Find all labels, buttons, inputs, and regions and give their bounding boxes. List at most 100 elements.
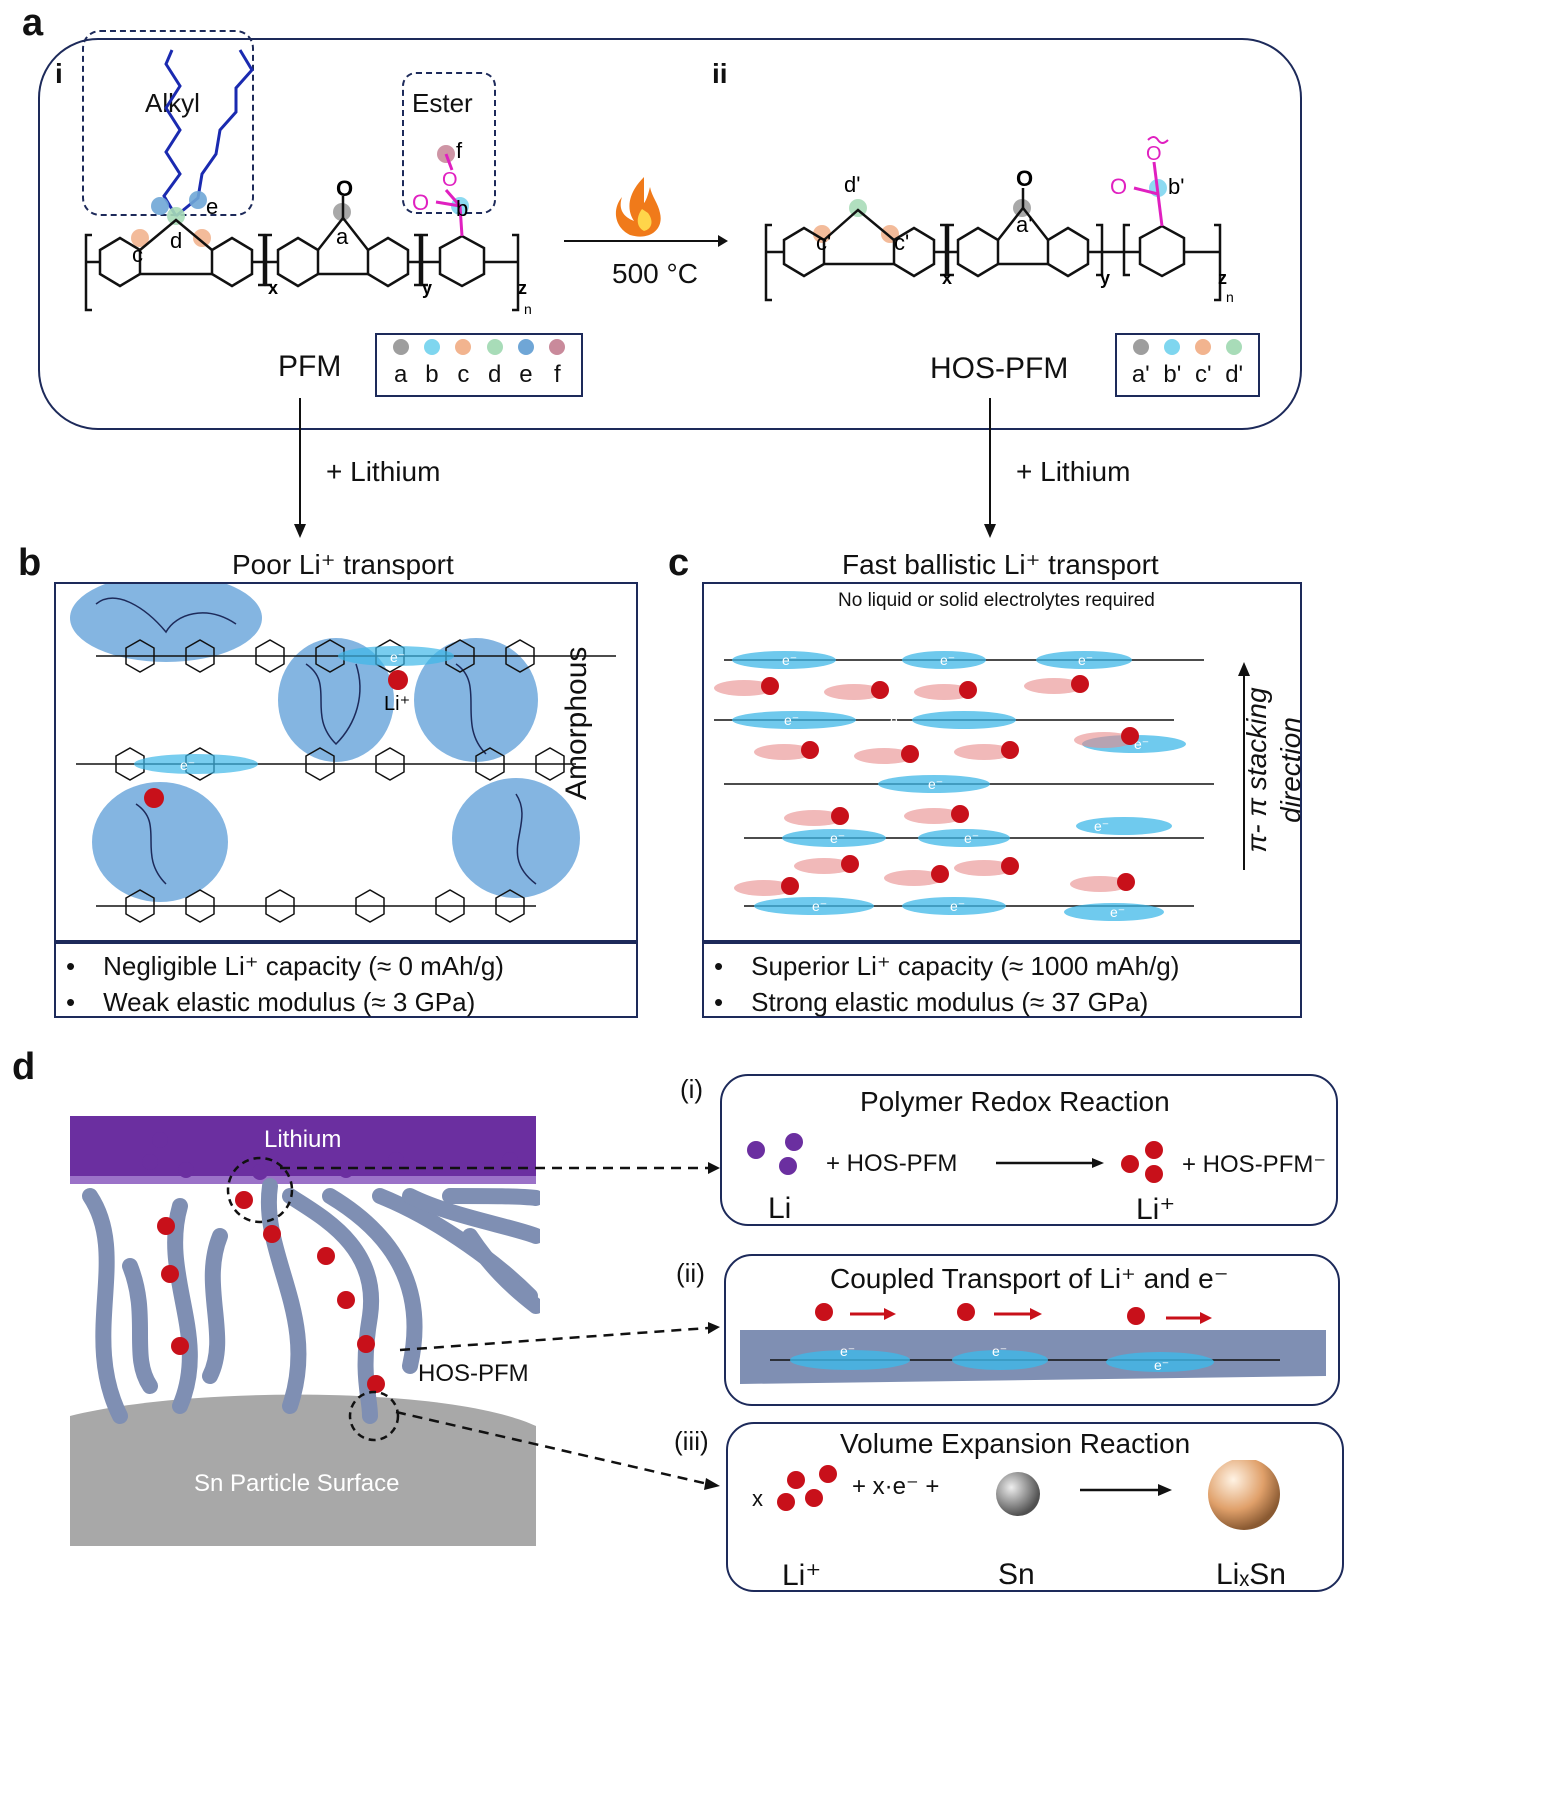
amorphous-label: Amorphous [560, 646, 593, 800]
svg-text:e⁻: e⁻ [840, 1343, 855, 1359]
lithium-label-left: + Lithium [326, 456, 441, 487]
redox-title: Polymer Redox Reaction [860, 1086, 1170, 1117]
legend-dot [455, 339, 472, 355]
svg-text:n: n [524, 301, 532, 317]
expansion-product-label: LiₓSn [1216, 1558, 1286, 1591]
interface-illustration [70, 1116, 540, 1546]
lithium-label-right: + Lithium [1016, 456, 1131, 487]
lithium-arrow-left [294, 398, 306, 538]
svg-text:e⁻: e⁻ [890, 712, 905, 728]
legend-dot [517, 339, 534, 355]
legend-item-d-prime: d' [1225, 339, 1243, 389]
bullet-dot: • [714, 987, 724, 1017]
svg-text:y: y [1100, 268, 1110, 288]
coupled-transport-box [724, 1254, 1340, 1406]
svg-text:z: z [1218, 268, 1227, 288]
svg-text:c: c [132, 242, 143, 267]
bullet-text: Superior Li⁺ capacity (≈ 1000 mAh/g) [751, 951, 1180, 981]
svg-text:O: O [1016, 166, 1033, 191]
legend-dot [1132, 339, 1149, 355]
volume-expansion-title: Volume Expansion Reaction [840, 1428, 1191, 1459]
redox-reactant: + HOS-PFM [826, 1150, 958, 1177]
svg-text:e⁻: e⁻ [784, 712, 799, 728]
legend-item-d: d [486, 339, 503, 389]
panel-b-bullets: • Negligible Li⁺ capacity (≈ 0 mAh/g) •We… [54, 942, 638, 1018]
svg-text:e⁻: e⁻ [950, 898, 965, 914]
coupled-transport-graphics: e⁻ e⁻ e⁻ [740, 1303, 1326, 1384]
bullet-item: • Strong elastic modulus (≈ 37 GPa) [704, 984, 1300, 1020]
expansion-li-label: Li⁺ [782, 1559, 822, 1592]
svg-text:f: f [456, 138, 463, 163]
sub-label-ii: (ii) [676, 1258, 705, 1288]
pfm-structure: O O O c d e a b f x y z n [84, 49, 532, 317]
redox-reaction-box [720, 1074, 1338, 1226]
legend-dot [1164, 339, 1181, 355]
redox-li-plus-label: Li⁺ [1136, 1193, 1176, 1226]
bullet-text: Negligible Li⁺ capacity (≈ 0 mAh/g) [103, 951, 504, 981]
svg-text:x: x [942, 268, 952, 288]
bullet-item: •Weak elastic modulus (≈ 3 GPa) [56, 984, 636, 1020]
legend-item-b: b [423, 339, 440, 389]
callout-arrows [280, 1162, 720, 1490]
redox-product: + HOS-PFM⁻ [1182, 1151, 1327, 1178]
amorphous-illustration: e⁻ e⁻ Li⁺ [70, 584, 616, 923]
bullet-text: Weak elastic modulus (≈ 3 GPa) [103, 987, 476, 1017]
svg-text:d: d [170, 228, 182, 253]
svg-text:e⁻: e⁻ [964, 830, 979, 846]
legend-hos-pfm: a' b' c' d' [1115, 333, 1260, 397]
legend-pfm: a b c d e f [375, 333, 583, 397]
redox-equation-graphics [747, 1133, 1163, 1183]
panel-b-frame [54, 582, 638, 942]
legend-dot [1195, 339, 1212, 355]
heating-arrow [564, 177, 728, 247]
stacking-arrow [1238, 662, 1250, 870]
svg-text:b: b [456, 196, 468, 221]
bullet-item: • Negligible Li⁺ capacity (≈ 0 mAh/g) [56, 948, 636, 984]
bullet-dot: • [714, 951, 724, 981]
ester-label: Ester [412, 88, 473, 118]
bullet-item: • Superior Li⁺ capacity (≈ 1000 mAh/g) [704, 948, 1300, 984]
sub-label-iii: (iii) [674, 1426, 709, 1456]
svg-text:e⁻: e⁻ [180, 757, 195, 773]
svg-text:x: x [268, 278, 278, 298]
svg-text:d': d' [844, 172, 860, 197]
hos-pfm-layer-label: HOS-PFM [418, 1360, 529, 1387]
panel-c-bullets: • Superior Li⁺ capacity (≈ 1000 mAh/g) • S… [702, 942, 1302, 1018]
legend-item-c-prime: c' [1195, 339, 1212, 389]
panel-letter-b: b [18, 542, 42, 584]
svg-text:e⁻: e⁻ [830, 830, 845, 846]
svg-text:e⁻: e⁻ [1110, 904, 1125, 920]
panel-b-title: Poor Li⁺ transport [232, 549, 454, 580]
stacking-label: π- π stacking direction [1241, 687, 1306, 853]
svg-text:e⁻: e⁻ [1094, 818, 1109, 834]
lithium-arrow-right [984, 398, 996, 538]
coupled-transport-title: Coupled Transport of Li⁺ and e⁻ [830, 1263, 1229, 1294]
svg-text:c': c' [816, 230, 831, 255]
panel-a-frame [38, 38, 1302, 430]
svg-text:O: O [442, 169, 458, 191]
legend-dot [392, 339, 409, 355]
expansion-sn-label: Sn [998, 1558, 1035, 1591]
legend-dot [549, 339, 566, 355]
panel-c-frame [702, 582, 1302, 942]
panel-a-sub-i: i [55, 58, 63, 89]
svg-text:O: O [412, 190, 429, 215]
pfm-label: PFM [278, 350, 342, 383]
expansion-coefficient: x [752, 1486, 763, 1511]
legend-item-a: a [392, 339, 409, 389]
bullet-text: Strong elastic modulus (≈ 37 GPa) [751, 987, 1149, 1017]
panel-c-subtitle: No liquid or solid electrolytes required [838, 590, 1155, 611]
svg-text:O: O [1110, 174, 1127, 199]
stacked-chains-illustration: e⁻ e⁻ e⁻ e⁻ e⁻ e⁻ e⁻ e⁻ e⁻ e⁻ e⁻ e⁻ e⁻ [714, 651, 1214, 921]
svg-text:n: n [1226, 289, 1234, 305]
legend-dot [1226, 339, 1243, 355]
svg-text:Li⁺: Li⁺ [384, 693, 410, 715]
svg-text:a': a' [1016, 212, 1032, 237]
svg-text:b': b' [1168, 174, 1184, 199]
svg-text:y: y [422, 278, 432, 298]
svg-text:e⁻: e⁻ [1078, 652, 1093, 668]
panel-letter-d: d [12, 1046, 36, 1088]
svg-text:e⁻: e⁻ [782, 652, 797, 668]
bullet-dot: • [66, 951, 76, 981]
svg-text:O: O [1146, 143, 1162, 165]
